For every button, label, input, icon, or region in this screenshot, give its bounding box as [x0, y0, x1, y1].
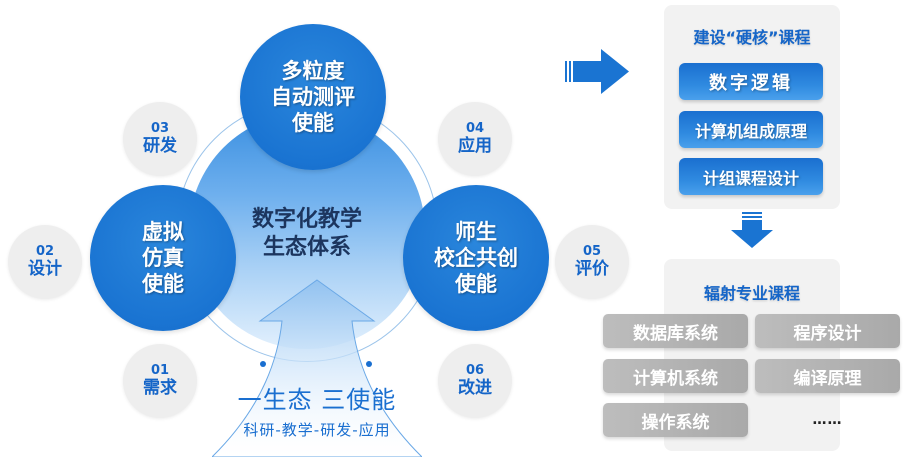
- step-02-design: 02 设计: [8, 225, 82, 299]
- course-digital-logic: 数字逻辑: [679, 63, 823, 100]
- course-database-systems: 数据库系统: [603, 314, 748, 348]
- up-arrow-icon: [212, 279, 422, 457]
- step-04-application: 04 应用: [438, 102, 512, 176]
- right-arrow-icon: [565, 49, 629, 94]
- enabler-auto-assessment: 多粒度 自动测评 使能: [240, 24, 386, 170]
- course-compiler-principles: 编译原理: [755, 359, 900, 393]
- course-operating-systems: 操作系统: [603, 403, 748, 437]
- more-courses-ellipsis: ……: [812, 412, 843, 428]
- enabler-co-creation: 师生 校企共创 使能: [403, 185, 549, 331]
- step-03-development: 03 研发: [123, 102, 197, 176]
- course-programming: 程序设计: [755, 314, 900, 348]
- course-computer-systems: 计算机系统: [603, 359, 748, 393]
- enabler-virtual-simulation: 虚拟 仿真 使能: [90, 185, 236, 331]
- step-05-evaluation: 05 评价: [555, 225, 629, 299]
- slogan-subtitle: 科研-教学-研发-应用: [243, 421, 391, 439]
- course-computer-organization: 计算机组成原理: [679, 111, 823, 148]
- ring-dot-right: [366, 361, 372, 367]
- core-courses-title: 建设“硬核”课程: [693, 28, 811, 47]
- step-06-improvement: 06 改进: [438, 344, 512, 418]
- slogan: 一生态 三使能: [237, 386, 397, 414]
- course-organization-design: 计组课程设计: [679, 158, 823, 195]
- ring-dot-left: [260, 361, 266, 367]
- down-arrow-icon: [731, 212, 773, 248]
- step-01-requirement: 01 需求: [123, 344, 197, 418]
- radiate-courses-title: 辐射专业课程: [703, 284, 800, 303]
- ecosystem-title: 数字化教学 生态体系: [251, 207, 362, 260]
